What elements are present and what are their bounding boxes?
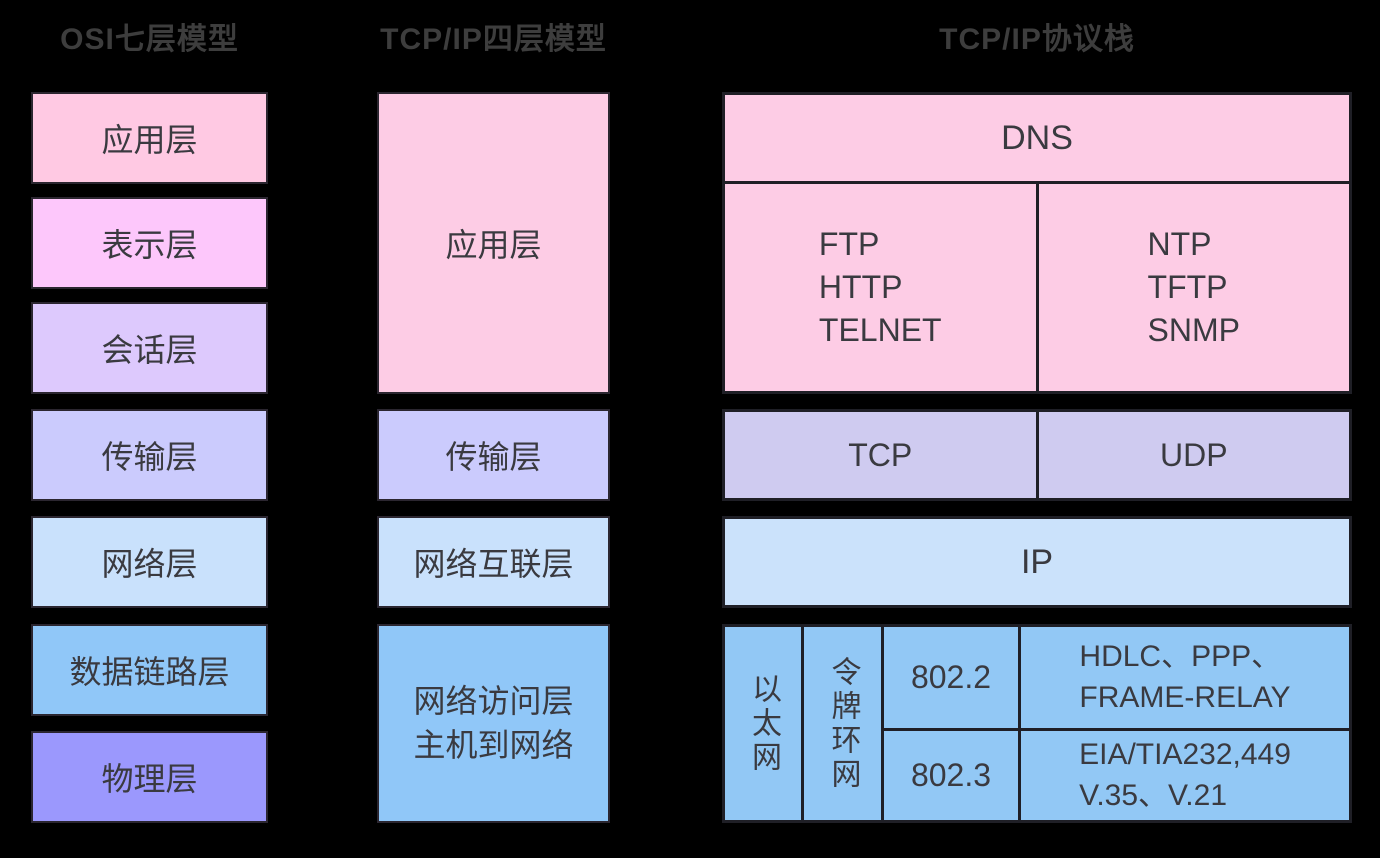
tcpip-layer-internet: 网络互联层 — [377, 516, 610, 608]
stack-ip-block: IP — [722, 516, 1352, 608]
stack-ethernet-cell: 以太网 — [725, 627, 804, 820]
osi-layer-physical: 物理层 — [31, 731, 268, 823]
stack-udp-cell: UDP — [1159, 436, 1228, 473]
stack-application-block: DNS FTP HTTP TELNET NTP TFTP SNMP — [722, 92, 1352, 394]
stack-ieee-column: 802.2 802.3 — [884, 627, 1021, 820]
stack-wan-protocols-cell: HDLC、PPP、 FRAME-RELAY — [1021, 627, 1349, 731]
tcpip-layer-application: 应用层 — [377, 92, 610, 394]
osi-layer-session: 会话层 — [31, 302, 268, 394]
stack-app-split: FTP HTTP TELNET NTP TFTP SNMP — [725, 184, 1349, 391]
stack-transport-block: TCP UDP — [722, 409, 1352, 501]
stack-802-2-cell: 802.2 — [884, 627, 1018, 731]
tcpip-column-title: TCP/IP四层模型 — [380, 23, 607, 56]
osi-layer-network: 网络层 — [31, 516, 268, 608]
stack-link-block: 以太网 令牌环网 802.2 802.3 HDLC、PPP、 FRAME-REL… — [722, 624, 1352, 823]
osi-column-title: OSI七层模型 — [60, 23, 239, 56]
stack-wan-column: HDLC、PPP、 FRAME-RELAY EIA/TIA232,449 V.3… — [1021, 627, 1349, 820]
stack-token-ring-cell: 令牌环网 — [804, 627, 884, 820]
stack-dns-cell: DNS — [725, 95, 1349, 184]
stack-tcp-cell: TCP — [725, 412, 1039, 498]
osi-layer-transport: 传输层 — [31, 409, 268, 501]
osi-layer-datalink: 数据链路层 — [31, 624, 268, 716]
stack-column-title: TCP/IP协议栈 — [939, 23, 1135, 56]
stack-tcp-apps-cell: FTP HTTP TELNET — [725, 184, 1039, 391]
stack-serial-standards-cell: EIA/TIA232,449 V.35、V.21 — [1079, 738, 1291, 812]
osi-layer-application: 应用层 — [31, 92, 268, 184]
stack-udp-apps-cell: NTP TFTP SNMP — [1147, 225, 1240, 349]
tcpip-layer-network-access: 网络访问层 主机到网络 — [377, 624, 610, 823]
tcpip-layer-transport: 传输层 — [377, 409, 610, 501]
stack-802-3-cell: 802.3 — [910, 757, 992, 793]
osi-layer-presentation: 表示层 — [31, 197, 268, 289]
